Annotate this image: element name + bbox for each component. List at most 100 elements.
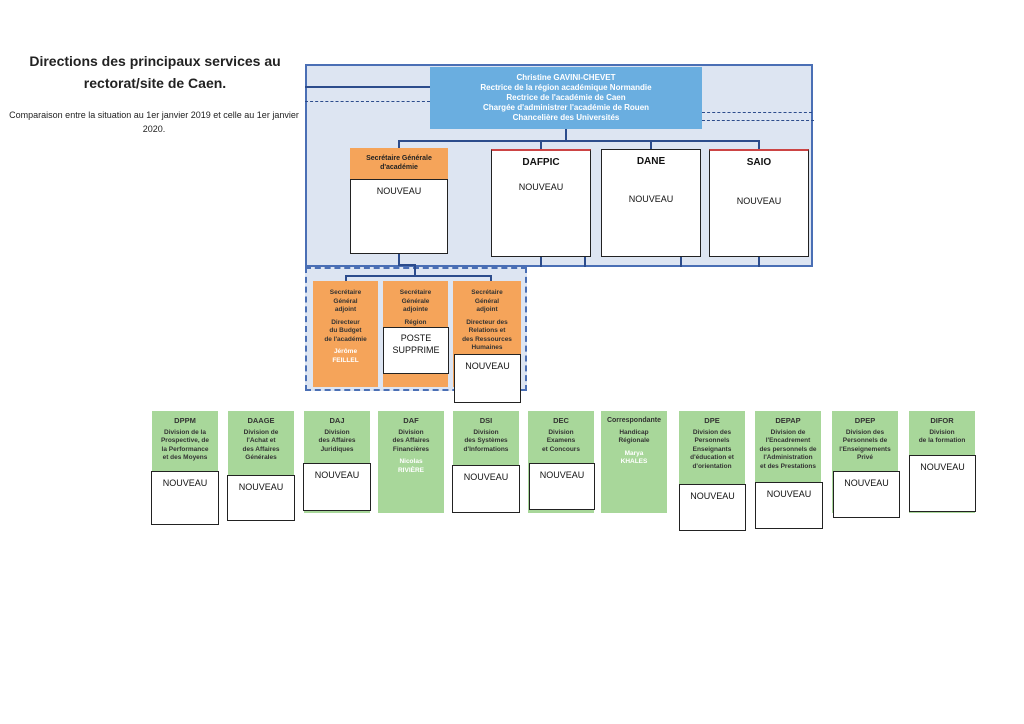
adjoint-role: Relations et <box>468 327 506 334</box>
sg-label: Secrétaire Générale <box>366 155 432 162</box>
connector-line <box>758 257 760 267</box>
connector-line <box>398 254 400 266</box>
division-label: et des Prestations <box>760 462 816 470</box>
division-label: Personnels de <box>842 437 888 444</box>
sg-label: d'académie <box>380 164 418 171</box>
division-person: KHALES <box>620 458 648 465</box>
division-code: DPPM <box>174 416 196 425</box>
division-label: d'Informations <box>463 445 509 453</box>
division-code: DAAGE <box>247 416 275 425</box>
division-label: Juridiques <box>320 445 354 453</box>
division-label: Division <box>398 428 424 436</box>
adjoint-role: Directeur <box>331 318 360 326</box>
connector-line <box>398 140 758 142</box>
division-label: des Affaires <box>318 437 356 444</box>
division-label: Handicap <box>619 428 649 436</box>
division-label: des Systèmes <box>464 437 508 444</box>
adjoint-label: Secrétaire <box>399 289 432 296</box>
adjoint-role: Région <box>404 318 427 326</box>
division-label: d'orientation <box>692 462 732 470</box>
connector-line <box>584 257 586 267</box>
division-label: des personnels de <box>759 445 817 453</box>
division-label: Examens <box>546 437 576 444</box>
division-label: Personnels <box>694 437 730 444</box>
dafpic-box: DAFPIC NOUVEAU <box>491 149 591 257</box>
saio-label: SAIO <box>746 157 772 168</box>
division-label: des Affaires <box>242 445 280 453</box>
division-label: Financières <box>392 445 430 453</box>
adjoint-role: de l'académie <box>324 335 367 343</box>
division-code: Correspondante <box>606 417 662 424</box>
adjoint-label: Secrétaire <box>329 289 362 296</box>
division-code: DEPAP <box>775 416 801 425</box>
rectrice-role: Rectrice de la région académique Normand… <box>480 83 652 92</box>
adjoint-role: Directeur des <box>466 318 508 326</box>
adjoint-label: Général <box>474 297 500 305</box>
division-label: Régionale <box>618 437 650 444</box>
division-label: Division <box>929 428 955 436</box>
division-label: Division <box>473 428 499 436</box>
dec-status: NOUVEAU <box>529 463 595 510</box>
division-label: Générales <box>245 454 277 461</box>
division-label: Division des <box>692 428 732 436</box>
division-label: l'Achat et <box>246 437 276 444</box>
dpep-status: NOUVEAU <box>833 471 900 518</box>
dane-status: NOUVEAU <box>628 194 674 204</box>
dane-box: DANE NOUVEAU <box>601 149 701 257</box>
dashed-connector <box>702 120 814 121</box>
division-label: l'Encadrement <box>765 437 811 444</box>
division-code: DAF <box>403 416 419 425</box>
daage-status: NOUVEAU <box>227 475 295 521</box>
adjoint-label: adjoint <box>334 306 357 313</box>
connector-line <box>398 264 414 266</box>
division-label: de la formation <box>918 437 966 444</box>
dashed-connector <box>702 112 812 113</box>
division-label: Prospective, de <box>160 437 210 444</box>
connector-line <box>345 275 347 281</box>
sg-header: Secrétaire Générale d'académie <box>350 148 448 179</box>
adjoint-label: Secrétaire <box>471 289 503 296</box>
division-label: et Concours <box>542 445 580 453</box>
division-code: DPEP <box>854 416 876 425</box>
division-label: et des Moyens <box>162 454 208 461</box>
division-person: RIVIÈRE <box>397 466 424 474</box>
adjoint-role: du Budget <box>329 327 362 334</box>
connector-line <box>305 86 430 88</box>
division-code: DIFOR <box>930 416 954 425</box>
depap-status: NOUVEAU <box>755 482 823 529</box>
rectrice-role: Chancelière des Universités <box>512 113 620 122</box>
connector-line <box>758 140 760 149</box>
division-person: Nicolas <box>399 458 423 465</box>
division-label: l'Administration <box>763 454 813 461</box>
connector-line <box>345 275 490 277</box>
connector-line <box>680 257 682 267</box>
division-label: l'Enseignements <box>839 445 891 453</box>
daj-status: NOUVEAU <box>303 463 371 511</box>
division-label: Enseignants <box>692 445 732 453</box>
division-label: la Performance <box>161 445 209 453</box>
adjoint-label: Général <box>333 297 358 305</box>
adjoint-budget: Secrétaire Général adjoint Directeur du … <box>313 281 378 387</box>
connector-line <box>398 140 400 149</box>
page-title: Directions des principaux services au re… <box>29 53 281 91</box>
rectrice-role: Rectrice de l'académie de Caen <box>506 93 626 102</box>
connector-line <box>414 264 416 276</box>
status-text: POSTE <box>400 333 432 343</box>
status-text: SUPPRIME <box>392 345 440 355</box>
adjoint-label: adjointe <box>403 306 428 313</box>
connector-line <box>650 140 652 149</box>
dsi-status: NOUVEAU <box>452 465 520 513</box>
connector-line <box>540 140 542 149</box>
dafpic-label: DAFPIC <box>522 157 560 168</box>
division-code: DSI <box>479 416 493 425</box>
adjoint-region-status: POSTE SUPPRIME <box>383 327 449 374</box>
connector-line <box>490 275 492 281</box>
saio-status: NOUVEAU <box>736 196 782 206</box>
rectrice-box: Christine GAVINI-CHEVET Rectrice de la r… <box>430 67 702 129</box>
connector-line <box>565 129 567 141</box>
sg-status: NOUVEAU <box>350 179 448 254</box>
division-label: d'éducation et <box>690 454 734 461</box>
division-code: DAJ <box>329 416 345 425</box>
division-label: Division de la <box>164 428 206 436</box>
dane-label: DANE <box>636 156 666 167</box>
